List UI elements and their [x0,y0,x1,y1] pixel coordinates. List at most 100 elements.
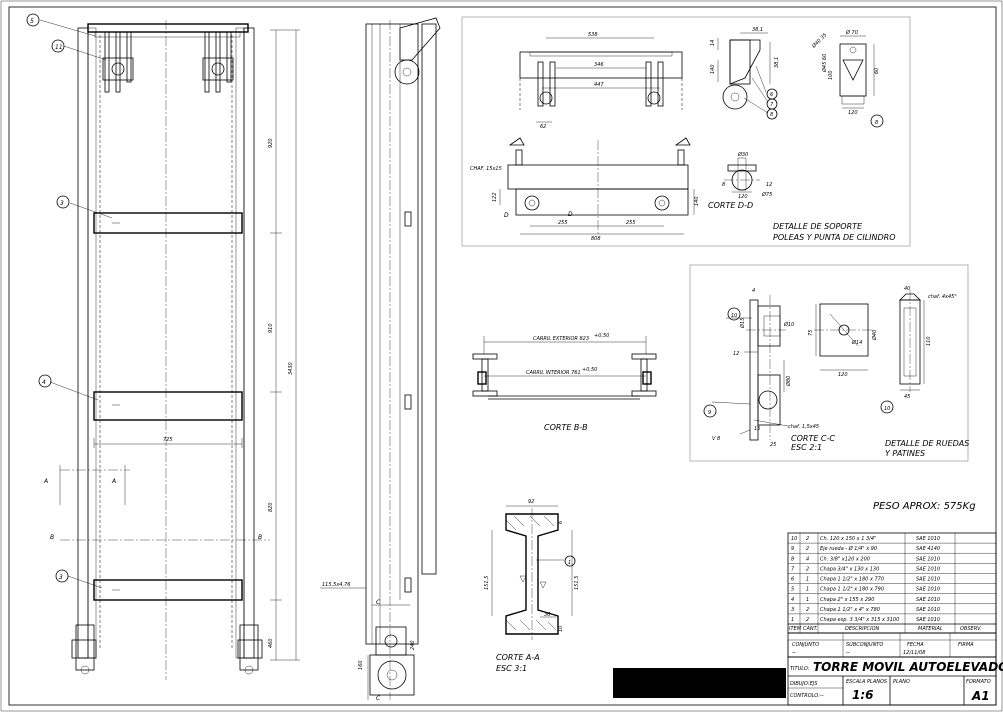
bom-cell-desc: Chapa 1 1/2" x 180 x 790 [820,587,884,593]
tb-escala-label: ESCALA PLANOS [846,679,888,685]
tb-titulo-label: TITULO: [790,666,810,672]
support-detail-drawing [499,32,875,235]
sup-dim-255b: 255 [626,220,636,226]
tb-fecha-value: 12/11/08 [903,650,925,656]
wh-dim-i: Ø14 [851,339,862,346]
bom-cell-qty: 1 [806,577,809,583]
mark-a-right: A [111,478,116,485]
bom-cell-desc: Chapa esp. 3 3/4" x 315 x 3100 [820,617,899,623]
redacted-block [613,668,786,698]
corte-c-c-scale: ESC 2:1 [791,443,822,452]
sup-mark-d-right: D [568,211,573,218]
sup-dim-538: 538 [588,32,598,38]
bom-cell-item: 3 [791,607,794,613]
side-mark-c-top: C [376,599,381,606]
bom-header-item: ITEM [789,626,802,632]
bom-cell-mat: SAE 1010 [916,617,940,623]
mark-b-left: B [50,534,54,541]
wh-dim-k: Ø40 [871,330,878,341]
mark-a-left: A [43,478,48,485]
support-caption-2: POLEAS Y PUNTA DE CILINDRO [773,233,896,242]
dd-dim-r: Ø30 [737,151,748,158]
corte-b-b: CORTE B-B [544,423,588,432]
sup-dim-38-1b: 38,1 [774,57,780,68]
wheels-detail-frame [689,264,969,462]
side-view [320,17,441,700]
bom-cell-mat: SAE 1010 [916,597,940,603]
corte-a-a: CORTE A-A [496,653,540,662]
bom-cell-qty: 2 [806,546,809,552]
sup-balloon-6: 6 [770,92,773,98]
wh-dim-f: Ø80 [785,376,792,387]
bom-cell-item: 7 [791,566,795,572]
wh-dim-b: Ø15 [739,318,746,329]
title-block-frame [613,639,997,706]
tb-titulo-value: TORRE MOVIL AUTOELEVADOR CLARC [813,660,1003,674]
sup-dim-122: 122 [492,192,498,202]
bom-cell-mat: SAE 1010 [916,587,940,593]
dd-dim-c: Ø75 [761,191,772,198]
bom-cell-mat: SAE 4140 [916,546,940,552]
bom-cell-item: 1 [791,617,794,623]
aa-dim-c: 36 [544,612,550,618]
wh-weld-2: V 8 [712,436,720,442]
sup-balloon-8b: 8 [875,120,878,126]
corte-a-a-scale: ESC 3:1 [496,664,527,673]
tb-dibujo: DIBUJO:EJS [790,681,818,687]
bom-cell-item: 6 [791,577,794,583]
aa-dim-b: 10 [558,626,564,632]
bom-cell-qty: 1 [806,587,809,593]
bom-cell-qty: 2 [806,536,809,542]
section-aa-drawing [491,505,573,640]
corte-d-d: CORTE D-D [708,201,753,210]
dim-820: 820 [268,502,274,512]
bom-cell-desc: Chapa 2" x 155 x 290 [820,597,874,603]
tb-fecha-label: FECHA [907,642,924,648]
wh-dim-d: 120 [838,372,848,378]
wh-dim-c: 12 [733,351,739,357]
bom-cell-item: 9 [791,546,794,552]
sup-dim-808: 808 [591,236,601,242]
section-bb-drawing [472,336,657,400]
dd-dim-w: 120 [738,194,748,200]
pin-dim-a: Ø 70 [845,29,858,36]
side-dim-240: 240 [410,640,416,650]
bom-cell-mat: SAE 1010 [916,536,940,542]
bom-cell-qty: 2 [806,617,809,623]
mark-b-right: B [258,534,262,541]
pin-dim-b: 60 [874,68,880,74]
bb-tol-ext: +0,50 [594,333,609,339]
bom-header-mat: MATERIAL [918,626,943,632]
dim-725: 725 [163,437,173,443]
bom-cell-qty: 1 [806,597,809,603]
sup-balloon-7: 7 [770,102,774,108]
support-detail-frame [461,16,911,247]
wh-dim-l: 25 [770,442,776,448]
wheels-caption-2: Y PATINES [885,449,925,458]
wh-weld-1: 4 [752,288,755,294]
bom-cell-mat: SAE 1010 [916,556,940,562]
bb-carril-ext: CARRIL EXTERIOR 823 [533,336,589,342]
wh-dim-g: 40 [904,286,910,292]
dim-910: 910 [268,323,274,333]
front-balloon-3b: 3 [59,574,63,581]
bom-cell-qty: 4 [806,556,809,562]
bom-header-desc: DESCRIPCION [845,626,880,632]
wh-balloon-10b: 10 [884,406,890,412]
aa-dim-h2: 151,5 [574,576,580,590]
bom-header-obs: OBSERV. [960,626,982,632]
tb-escala-value: 1:6 [852,688,874,702]
bom-cell-item: 10 [791,536,797,542]
pin-dim-f: Ø45 60 [821,54,828,73]
sup-dim-62: 62 [540,124,546,130]
dd-dim-12: 12 [766,182,772,188]
wh-dim-h: 45 [904,394,910,400]
tb-plano-label: PLANO [893,679,910,685]
aa-dim-h1: 151,5 [484,576,490,590]
pin-dim-e: Ø40 35 [810,32,829,51]
sup-dim-14: 14 [710,40,716,46]
wh-dim-j: 110 [926,336,932,346]
bom-cell-mat: SAE 1010 [916,566,940,572]
bom-cell-item: 5 [791,587,794,593]
wh-chaf-1: chaf. 4x45° [928,294,957,300]
